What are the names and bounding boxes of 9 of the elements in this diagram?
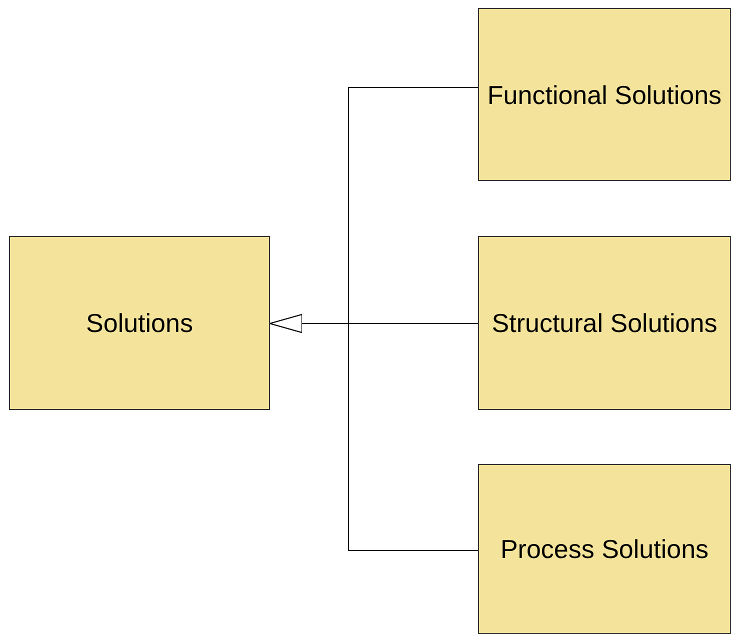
box-label: Structural Solutions	[492, 307, 718, 340]
process-box	[478, 8, 731, 181]
arrow	[270, 314, 478, 551]
box-label: Functional Solutions	[487, 78, 722, 112]
process-box	[9, 236, 270, 410]
box-label: Process Solutions	[500, 533, 709, 566]
process-box	[478, 464, 731, 634]
box-label: Solutions	[86, 307, 193, 340]
process-box	[478, 236, 731, 410]
